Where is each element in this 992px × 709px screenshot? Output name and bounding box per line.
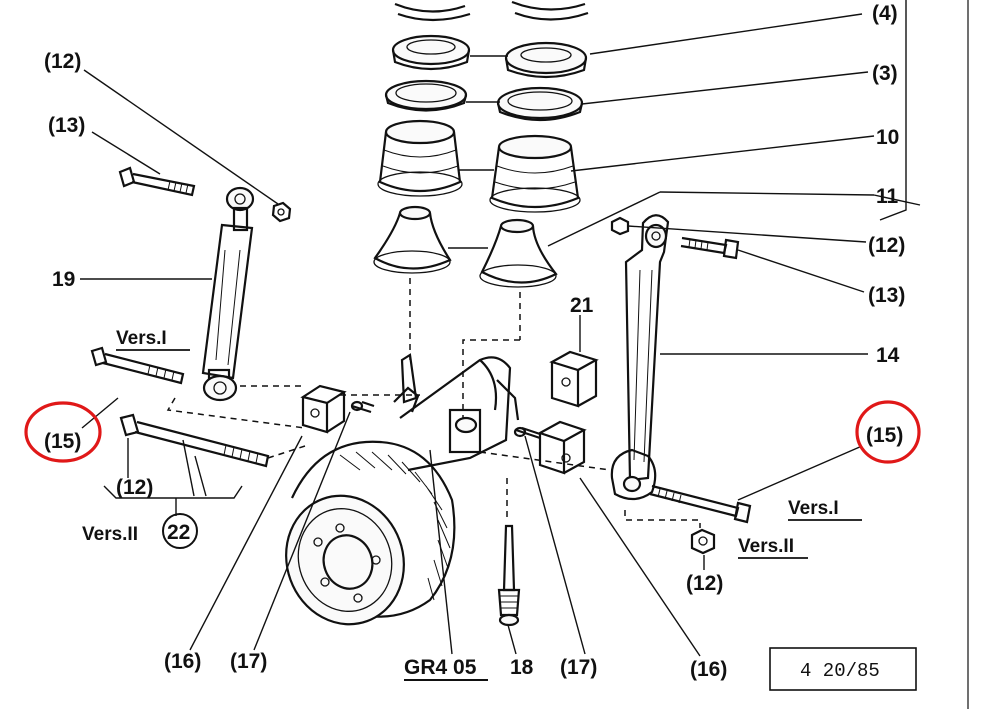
page-reference: 4 20/85 [800, 660, 880, 682]
label-part-13-left: (13) [48, 114, 85, 137]
ring-left [384, 79, 468, 112]
page-reference-box [769, 647, 917, 691]
label-part-22: 22 [167, 521, 190, 544]
version-label-ii-left: Vers.II [82, 524, 138, 545]
guide-line-boot-right-elbow [462, 339, 520, 420]
conical-boot-left [373, 205, 452, 274]
label-part-12-left-lower: (12) [116, 476, 153, 499]
rubber-cylinder-right [489, 134, 581, 213]
label-part-4: (4) [872, 2, 898, 25]
bracket-21 [549, 350, 599, 408]
spike-bolt-18 [497, 524, 521, 627]
label-part-16-left: (16) [164, 650, 201, 673]
highlight-circle-right [855, 400, 921, 464]
nut-right-lower [690, 528, 716, 555]
nut-right-upper [610, 216, 630, 236]
bolt-top-left [118, 166, 196, 197]
label-part-12-right-upper: (12) [868, 234, 905, 257]
rubber-block-left [300, 384, 347, 434]
label-part-3: (3) [872, 62, 898, 85]
label-part-16-right: (16) [690, 658, 727, 681]
label-part-17-right: (17) [560, 656, 597, 679]
rubber-cylinder-left [377, 119, 463, 197]
spring-seat-left [391, 34, 471, 71]
ring-right [496, 86, 584, 122]
spring-seat-right [504, 41, 588, 79]
label-part-14: 14 [876, 344, 900, 367]
highlight-circle-left [24, 401, 102, 463]
label-part-15-right: (15) [866, 424, 903, 447]
label-part-22-circle [162, 513, 198, 549]
label-part-21: 21 [570, 294, 594, 317]
sleeve-right [513, 426, 541, 440]
label-part-12-right-lower: (12) [686, 572, 723, 595]
label-part-13-right: (13) [868, 284, 905, 307]
label-part-19: 19 [52, 268, 75, 291]
label-part-18: 18 [510, 656, 534, 679]
guide-line-left-3 [267, 445, 306, 459]
shock-absorber [201, 186, 255, 402]
leader-lines [80, 0, 921, 657]
nut-top-left [271, 201, 292, 223]
sleeve-left [350, 400, 375, 414]
bolt-right [680, 236, 740, 260]
rubber-block-right [537, 420, 587, 475]
bolt-15-right [649, 484, 752, 524]
version-label-ii-right: Vers.II [738, 536, 794, 557]
label-part-12-top-left: (12) [44, 50, 81, 73]
axle-beam [393, 353, 520, 472]
label-part-17-left: (17) [230, 650, 267, 673]
label-part-15-left: (15) [44, 430, 81, 453]
version-label-i-right: Vers.I [788, 498, 839, 519]
coil-spring-left [394, 2, 471, 22]
bolt-15-left [90, 346, 185, 385]
version-label-i-left: Vers.I [116, 328, 167, 349]
group-reference: GR4 05 [404, 656, 477, 679]
label-part-10: 10 [876, 126, 899, 149]
bolt-22-long [119, 413, 270, 468]
brake-drum [285, 440, 456, 626]
label-part-11: 11 [876, 185, 899, 208]
guide-line-right-2 [624, 510, 701, 528]
conical-boot-right [479, 218, 558, 288]
coil-spring-right [511, 0, 589, 21]
guide-line-left-2 [166, 397, 306, 429]
strut-14 [610, 214, 670, 501]
